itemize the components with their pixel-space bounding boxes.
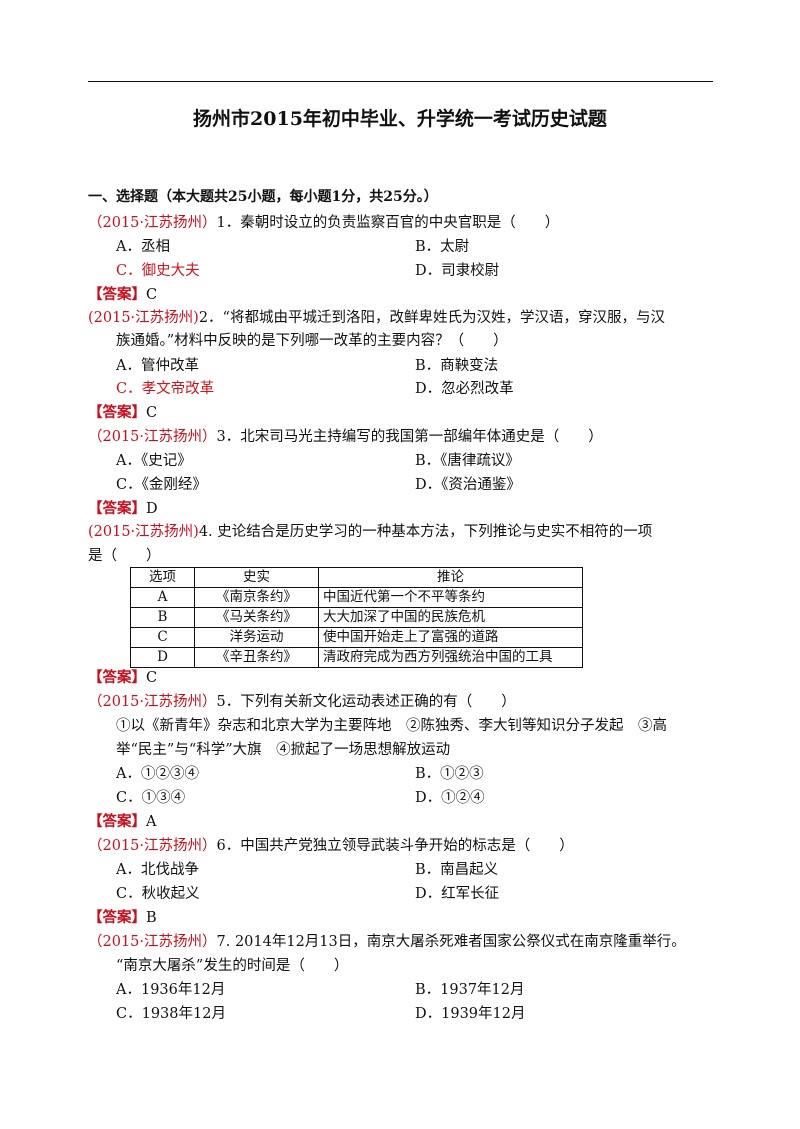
question-3-option-a: A．《史记》 [116,453,192,469]
question-4-table: 选项 史实 推论 A 《南京条约》 中国近代第一个不平等条约 B 《马关条约》 … [130,567,583,668]
question-7-option-a: A．1936年12月 [116,982,226,998]
table-cell: 《辛丑条约》 [194,647,319,668]
question-7-stem: （2015·江苏扬州）7. 2014年12月13日，南京大屠杀死难者国家公祭仪式… [88,934,686,950]
table-row: B 《马关条约》 大大加深了中国的民族危机 [130,607,583,628]
question-2-option-b: B．商鞅变法 [415,358,499,374]
question-1-option-c: C．御史大夫 [116,263,200,279]
question-3-option-b: B．《唐律疏议》 [415,453,520,469]
question-5-stem: （2015·江苏扬州）5．下列有关新文化运动表述正确的有（ ） [88,694,516,710]
page-title: 扬州市2015年初中毕业、升学统一考试历史试题 [193,108,607,130]
question-3-stem: （2015·江苏扬州）3．北宋司马光主持编写的我国第一部编年体通史是（ ） [88,429,603,445]
question-2-option-a: A．管仲改革 [116,358,199,374]
question-source: （2015·江苏扬州） [88,934,217,950]
question-6-option-c: C．秋收起义 [116,886,200,902]
table-row: A 《南京条约》 中国近代第一个不平等条约 [130,587,583,608]
question-2-option-c: C．孝文帝改革 [116,381,215,397]
table-cell: 《南京条约》 [194,587,319,608]
question-source: （2015·江苏扬州） [88,429,217,445]
question-7-stem-cont: “南京大屠杀”发生的时间是（ ） [116,958,349,974]
table-row: D 《辛丑条约》 清政府完成为西方列强统治中国的工具 [130,647,583,668]
table-cell: B [130,607,195,628]
question-source: （2015·江苏扬州） [88,838,217,854]
question-source: （2015·江苏扬州） [88,694,217,710]
question-5-answer: 【答案】A [88,813,157,830]
question-4-stem: (2015·江苏扬州)4. 史论结合是历史学习的一种基本方法，下列推论与史实不相… [88,524,653,540]
table-cell: 洋务运动 [194,627,319,648]
question-source: (2015·江苏扬州) [88,310,199,326]
question-2-stem: (2015·江苏扬州)2．“将都城由平城迁到洛阳，改鲜卑姓氏为汉姓，学汉语，穿汉… [88,310,665,326]
question-6-stem: （2015·江苏扬州）6．中国共产党独立领导武装斗争开始的标志是（ ） [88,838,574,854]
table-header-cell: 史实 [194,567,319,588]
question-6-option-d: D．红军长征 [415,886,500,902]
question-3-option-c: C．《金刚经》 [116,477,207,493]
question-1-option-d: D．司隶校尉 [415,263,500,279]
question-6-option-b: B．南昌起义 [415,862,499,878]
question-7-option-c: C．1938年12月 [116,1006,226,1022]
question-source: （2015·江苏扬州） [88,215,217,231]
question-4-answer: 【答案】C [88,669,158,686]
question-2-option-d: D．忽必烈改革 [415,381,514,397]
question-4-stem-cont: 是（ ） [88,548,161,564]
question-3-option-d: D．《资治通鉴》 [415,477,521,493]
question-6-option-a: A．北伐战争 [116,862,199,878]
question-5-stem-cont-2: 举“民主”与“科学”大旗 ④掀起了一场思想解放运动 [116,742,451,758]
question-1-stem: （2015·江苏扬州）1．秦朝时设立的负责监察百官的中央官职是（ ） [88,215,560,231]
question-5-option-d: D．①②④ [415,790,485,806]
question-5-option-b: B．①②③ [415,766,484,782]
question-1-answer: 【答案】C [88,286,158,303]
top-rule [88,81,713,82]
question-5-stem-cont: ①以《新青年》杂志和北京大学为主要阵地 ②陈独秀、李大钊等知识分子发起 ③高 [116,718,667,734]
table-cell: 清政府完成为西方列强统治中国的工具 [318,647,583,668]
question-2-stem-cont: 族通婚。”材料中反映的是下列哪一改革的主要内容？（ ） [116,333,508,349]
table-cell: 大大加深了中国的民族危机 [318,607,583,628]
question-source: (2015·江苏扬州) [88,524,199,540]
table-cell: 使中国开始走上了富强的道路 [318,627,583,648]
question-6-answer: 【答案】B [88,909,157,926]
question-7-option-b: B．1937年12月 [415,982,525,998]
question-7-option-d: D．1939年12月 [415,1006,526,1022]
table-cell: A [130,587,195,608]
table-cell: C [130,627,195,648]
question-3-answer: 【答案】D [88,500,158,517]
table-cell: 中国近代第一个不平等条约 [318,587,583,608]
table-header-row: 选项 史实 推论 [130,567,583,588]
section-title: 一、选择题（本大题共25小题，每小题1分，共25分。） [88,189,438,205]
question-2-answer: 【答案】C [88,404,158,421]
table-header-cell: 选项 [130,567,195,588]
question-5-option-a: A．①②③④ [116,766,199,782]
question-1-option-b: B．太尉 [415,239,470,255]
table-cell: 《马关条约》 [194,607,319,628]
table-header-cell: 推论 [318,567,583,588]
question-5-option-c: C．①③④ [116,790,186,806]
table-cell: D [130,647,195,668]
table-row: C 洋务运动 使中国开始走上了富强的道路 [130,627,583,648]
question-1-option-a: A．丞相 [116,239,170,255]
